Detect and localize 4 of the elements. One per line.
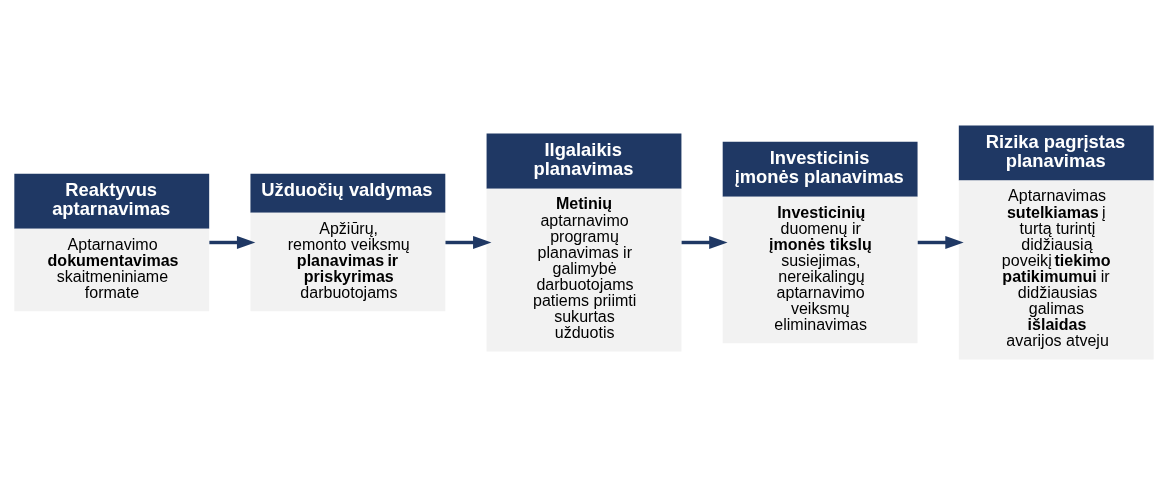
arrow [917, 235, 964, 249]
arrow [681, 235, 728, 249]
arrow [445, 235, 492, 249]
arrow [209, 235, 256, 249]
